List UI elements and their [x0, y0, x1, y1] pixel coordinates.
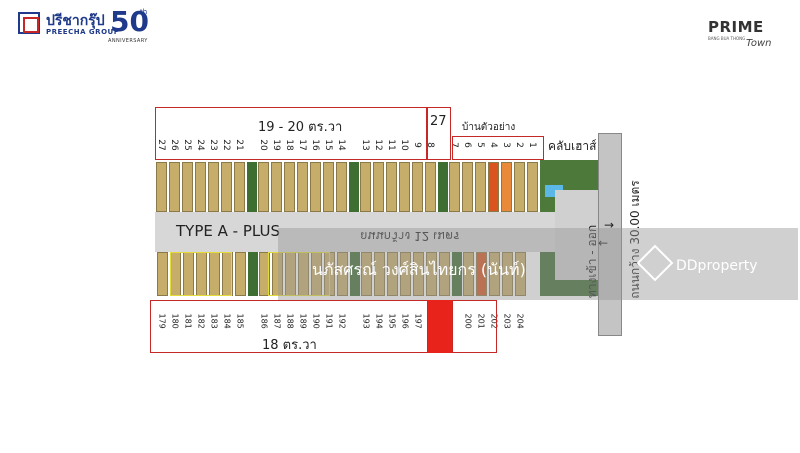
- plot-27-label: 27: [430, 114, 447, 129]
- house-plot-22: [221, 162, 232, 212]
- house-plot-192: [337, 252, 348, 296]
- plot-number: 203: [502, 313, 512, 329]
- top-range-box: [155, 107, 427, 160]
- house-plot-16: [310, 162, 321, 212]
- house-plot-9: [412, 162, 423, 212]
- anniversary-suffix: th: [140, 8, 148, 16]
- house-plot-21: [234, 162, 245, 212]
- bottom-range-label: 18 ตร.วา: [262, 338, 317, 353]
- house-plot-14: [336, 162, 347, 212]
- bottom-extra-box: [452, 300, 497, 353]
- main-road: [155, 212, 600, 252]
- anniversary-number: 50: [110, 5, 149, 38]
- house-plot-19: [271, 162, 282, 212]
- model-house-box: [452, 136, 544, 160]
- garden-gap: [438, 162, 448, 212]
- house-plot-15: [323, 162, 334, 212]
- entrance-arrow-icon: →: [604, 218, 615, 232]
- house-plot-2: [514, 162, 525, 212]
- house-plot-13: [360, 162, 371, 212]
- highlight-bar: [428, 300, 452, 353]
- ddproperty-watermark: DDproperty: [676, 258, 758, 274]
- plot-number: 204: [515, 313, 525, 329]
- house-plot-202: [489, 252, 500, 296]
- house-plot-196: [400, 252, 411, 296]
- house-plot-20: [258, 162, 269, 212]
- anniversary-text: ANNIVERSARY: [108, 38, 148, 44]
- project-logo-name: PRIME: [708, 18, 764, 36]
- house-plot-185: [235, 252, 246, 296]
- house-plot-199: [439, 252, 450, 296]
- top-range-label: 19 - 20 ตร.วา: [258, 120, 343, 135]
- preecha-logo-icon: [18, 12, 40, 34]
- house-plot-8: [425, 162, 436, 212]
- garden-gap: [350, 252, 360, 296]
- house-plot-5: [475, 162, 486, 212]
- house-plot-11: [386, 162, 397, 212]
- model-house-label: บ้านตัวอย่าง: [462, 122, 516, 133]
- external-road: [598, 133, 622, 336]
- house-plot-18: [284, 162, 295, 212]
- house-plot-7: [449, 162, 460, 212]
- project-logo-sub: BANG BUA THONG: [708, 36, 746, 41]
- house-plot-203: [502, 252, 513, 296]
- exit-arrow-icon: ←: [598, 236, 609, 250]
- garden-gap: [452, 252, 462, 296]
- house-plot-194: [374, 252, 385, 296]
- garden-gap: [248, 252, 258, 296]
- house-plot-204: [515, 252, 526, 296]
- house-plot-186: [259, 252, 270, 296]
- project-logo-script: Town: [746, 38, 772, 49]
- house-plot-193: [361, 252, 372, 296]
- highlight-group-1: [170, 252, 232, 296]
- type-label: TYPE A - PLUS: [176, 222, 280, 240]
- house-plot-179: [157, 252, 168, 296]
- brand-name-english: PREECHA GROUP: [46, 28, 120, 36]
- garden-gap: [247, 162, 257, 212]
- highlight-group-2: [268, 252, 330, 296]
- bottom-range-box: [150, 300, 428, 353]
- house-plot-24: [195, 162, 206, 212]
- house-plot-1: [527, 162, 538, 212]
- agent-watermark: นภัสศรณ์ วงศ์สินไทยกร (นันท์): [312, 260, 526, 279]
- entrance-road: [555, 190, 600, 280]
- house-plot-3: [501, 162, 512, 212]
- house-plot-17: [297, 162, 308, 212]
- house-plot-12: [373, 162, 384, 212]
- brand-name-thai: ปรีชากรุ๊ป: [46, 13, 105, 29]
- house-plot-26: [169, 162, 180, 212]
- plot-27-box: [427, 107, 451, 160]
- garden-gap: [349, 162, 359, 212]
- house-plot-27: [156, 162, 167, 212]
- clubhouse-label: คลับเฮาส์: [548, 139, 597, 153]
- house-plot-6: [462, 162, 473, 212]
- house-plot-23: [208, 162, 219, 212]
- house-plot-25: [182, 162, 193, 212]
- house-plot-10: [399, 162, 410, 212]
- house-plot-201: [476, 252, 487, 296]
- house-plot-4: [488, 162, 499, 212]
- house-plot-198: [426, 252, 437, 296]
- house-plot-197: [413, 252, 424, 296]
- house-plot-200: [463, 252, 474, 296]
- watermark-overlay: [278, 228, 798, 300]
- house-plot-195: [387, 252, 398, 296]
